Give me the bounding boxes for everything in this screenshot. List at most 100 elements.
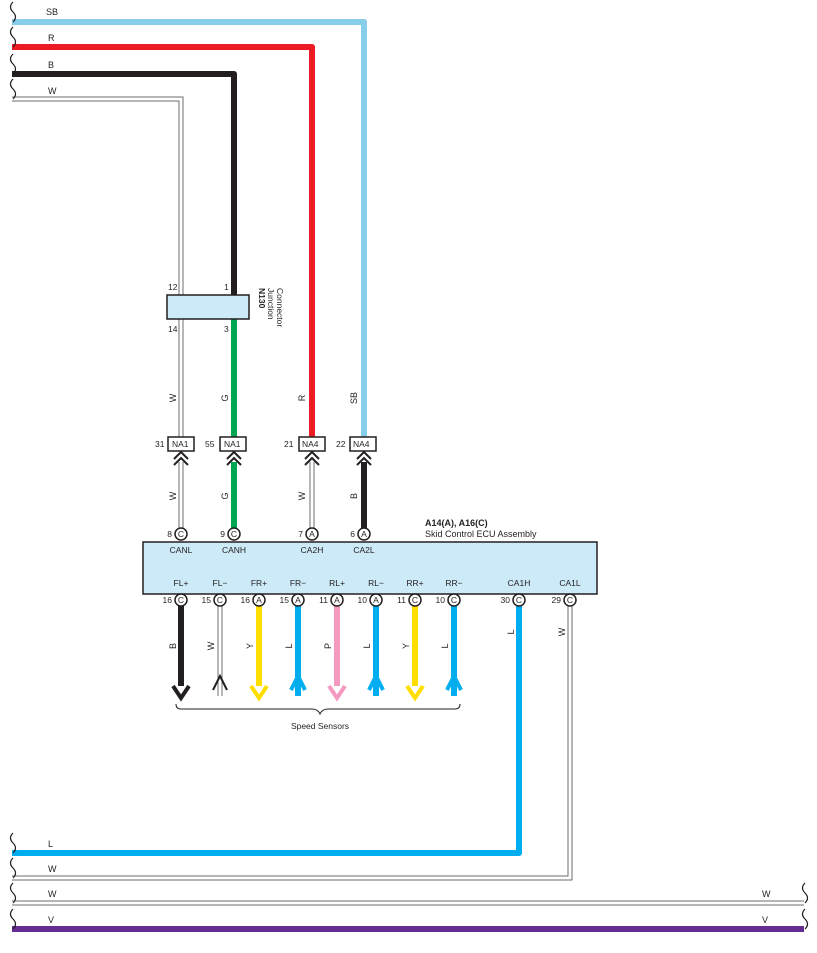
ecu-top-signal-2: CA2H (301, 545, 324, 555)
ecu-bottom-terminal-9-letter: C (567, 595, 573, 605)
right-break-bottom-0 (801, 882, 809, 904)
junction-connector-n130: 12 1 14 3 N130 Junction Connector (166, 282, 285, 334)
ecu-body (142, 541, 598, 595)
left-break-top-0 (9, 1, 17, 23)
ecu-bottom-terminal-7-circle (447, 593, 461, 607)
ecu-bottom-terminal-7: C (447, 593, 461, 607)
inline-connector-na1-55: 55 NA1 (205, 436, 247, 452)
inline-connector-pin: 55 (205, 439, 215, 449)
speed-sensors-label: Speed Sensors (291, 721, 349, 731)
ecu-top-terminal-canh-circle (227, 527, 241, 541)
wire-label-canl-lower: W (168, 491, 178, 500)
ecu-bottom-terminal-5: A (369, 593, 383, 607)
wire-label-ca2h-lower: W (297, 491, 307, 500)
ecu-bottom-signal-9: CA1L (559, 578, 581, 588)
wire-label-rr-plus: Y (401, 643, 411, 649)
ecu-bottom-signal-4: RL+ (329, 578, 345, 588)
speed-sensors-brace (175, 703, 461, 716)
wire-labels-layer: SB R B W L W W W V V W G R SB W G W B B … (46, 7, 771, 925)
ecu-top-terminal-canh: C (227, 527, 241, 541)
ecu-top-terminal-ca2l-circle (357, 527, 371, 541)
ecu-bottom-terminal-8-circle (512, 593, 526, 607)
ecu-bottom-terminal-6-letter: C (412, 595, 418, 605)
wire-label-ca1l: W (557, 627, 567, 636)
wire-label-ca2l-upper: SB (349, 392, 359, 404)
ecu-bottom-signal-6: RR+ (406, 578, 423, 588)
ecu-bottom-pin-6: 11 (397, 595, 406, 605)
speed-sensors-group: Speed Sensors (175, 703, 461, 731)
wire-label-canh-lower: G (220, 492, 230, 499)
bottom-wire-label-w1: W (48, 864, 57, 874)
top-wire-label-w: W (48, 86, 57, 96)
wire-label-fl-minus: W (206, 641, 216, 650)
left-break-bottom-2 (9, 882, 17, 904)
ecu-top-terminal-ca2h-circle (305, 527, 319, 541)
ecu-bottom-terminal-3-letter: A (295, 595, 301, 605)
ecu-bottom-terminal-0-circle (174, 593, 188, 607)
ecu-bottom-signal-1: FL− (213, 578, 228, 588)
inline-connector-na1-31: 31 NA1 (155, 436, 195, 452)
ecu-bottom-terminal-8-letter: C (516, 595, 522, 605)
left-break-top-2 (9, 53, 17, 75)
ecu-bottom-pin-9: 29 (552, 595, 562, 605)
ecu-bottom-pin-4: 11 (319, 595, 328, 605)
sensor-wire-0-arrow (171, 684, 191, 702)
ecu-bottom-pin-1: 15 (202, 595, 212, 605)
inline-connector-na4-22: 22 NA4 (336, 436, 377, 452)
ecu-bottom-terminal-9-circle (563, 593, 577, 607)
inline-connector-name: NA1 (224, 439, 241, 449)
chevron-ca2l (356, 450, 372, 466)
wire-label-fr-plus: Y (245, 643, 255, 649)
ecu-top-terminal-ca2h-letter: A (309, 529, 315, 539)
ecu-bottom-pin-7: 10 (436, 595, 446, 605)
skid-control-ecu: A14(A), A16(C) Skid Control ECU Assembly (142, 518, 598, 595)
wire-w-top (12, 97, 183, 295)
ecu-top-terminal-ca2h: A (305, 527, 319, 541)
inline-connector-box (167, 436, 195, 452)
sensor-wire-2-arrow (249, 684, 269, 702)
ecu-bottom-terminal-9: C (563, 593, 577, 607)
ecu-top-pin-3: 6 (350, 529, 355, 539)
ecu-bottom-terminal-5-letter: A (373, 595, 379, 605)
ecu-top-terminal-canl: C (174, 527, 188, 541)
wire-b (12, 71, 237, 295)
bottom-wire-label-w2-right: W (762, 889, 771, 899)
junction-connector-name-1: Junction (266, 288, 276, 320)
wire-label-canh-upper: G (220, 394, 230, 401)
left-break-top-3 (9, 78, 17, 100)
junction-connector-body (166, 294, 250, 320)
wire-sb (12, 19, 367, 437)
ecu-bottom-terminal-0: C (174, 593, 188, 607)
sensor-wire-5-arrow (367, 671, 385, 691)
bottom-wire-label-w2: W (48, 889, 57, 899)
ecu-bottom-terminal-4-circle (330, 593, 344, 607)
ecu-bottom-terminal-0-letter: C (178, 595, 184, 605)
wire-w-top-outline (12, 96, 184, 295)
ecu-bottom-pin-8: 30 (501, 595, 511, 605)
sensor-wire-3-arrow (289, 671, 307, 691)
wire-label-rl-plus: P (323, 643, 333, 649)
ecu-top-terminal-canl-letter: C (178, 529, 184, 539)
junction-connector-name-2: Connector (275, 288, 285, 327)
ecu-bottom-terminal-1-letter: C (217, 595, 223, 605)
sensor-wire-1-arrow (212, 673, 228, 691)
junction-pin-1: 1 (224, 282, 229, 292)
inline-connector-na4-21: 21 NA4 (284, 436, 326, 452)
wire-label-ca2h-upper: R (297, 394, 307, 401)
wire-label-fl-plus: B (168, 643, 178, 649)
ecu-bottom-signal-7: RR− (445, 578, 462, 588)
inline-connector-box (219, 436, 247, 452)
wire-label-ca2l-lower: B (349, 493, 359, 499)
wire-w-ca1l (12, 605, 572, 880)
wire-r (12, 44, 315, 437)
ecu-top-signal-1: CANH (222, 545, 246, 555)
wire-label-canl-upper: W (168, 393, 178, 402)
inline-connector-name: NA4 (302, 439, 319, 449)
ecu-top-signal-0: CANL (170, 545, 193, 555)
ecu-bottom-terminal-7-letter: C (451, 595, 457, 605)
sensor-wire-4-arrow (327, 684, 347, 702)
ecu-bottom-terminal-1-circle (213, 593, 227, 607)
inline-connectors: 31 NA1 55 NA1 21 NA4 22 NA4 (155, 436, 377, 452)
bottom-wire-label-l: L (48, 839, 53, 849)
